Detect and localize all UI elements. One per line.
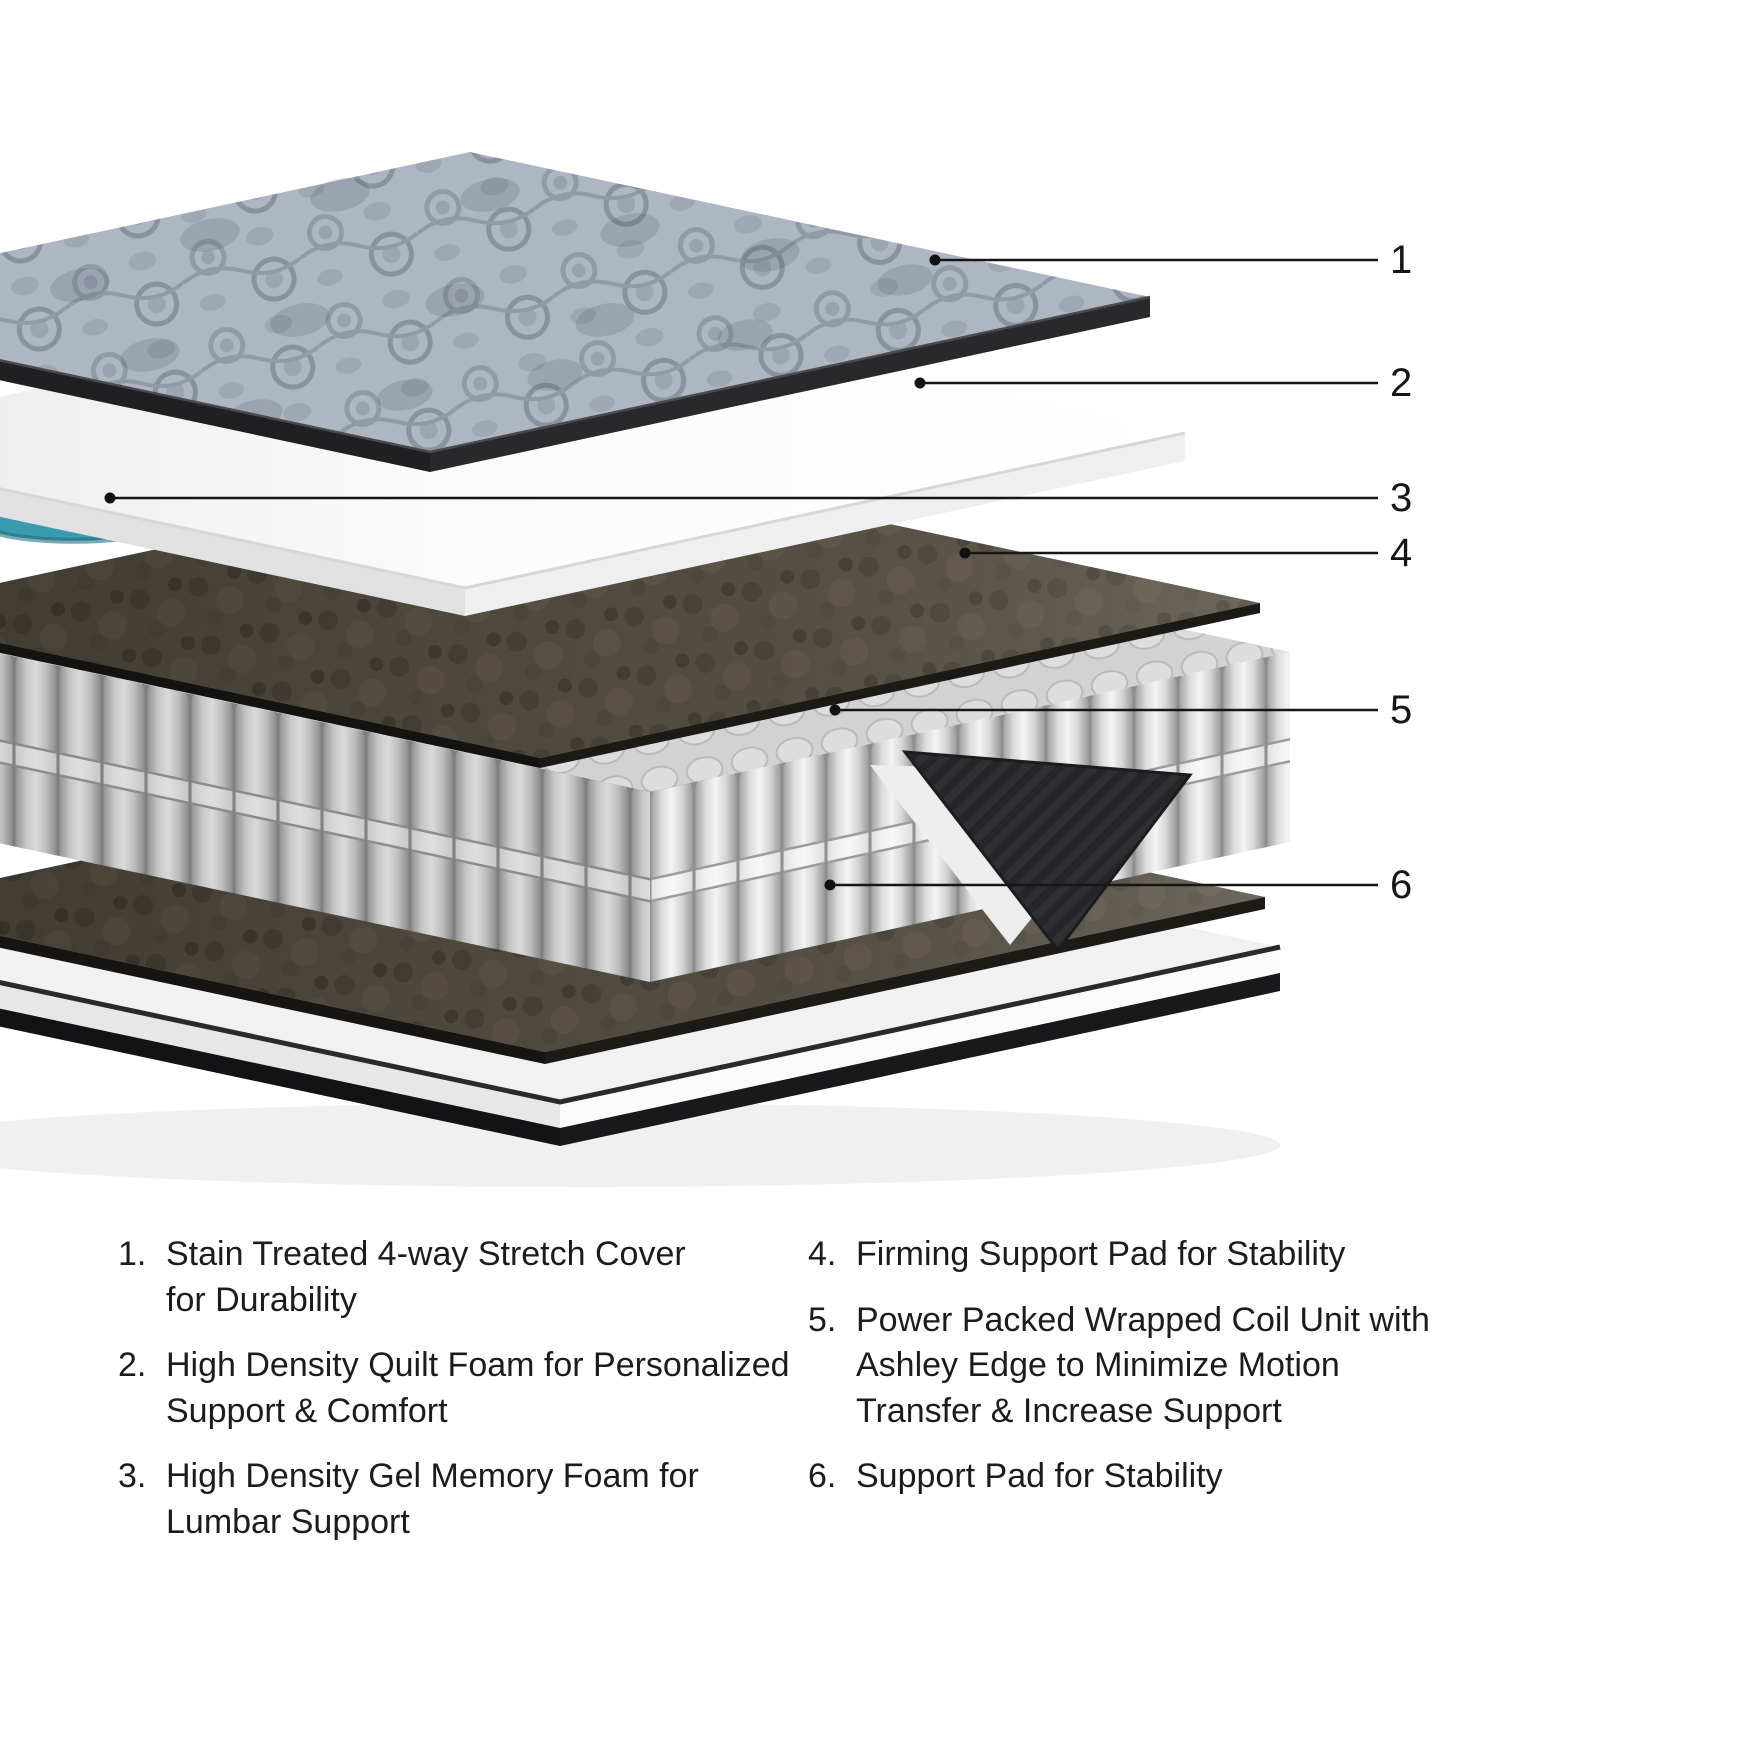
- callout-dot-2: [914, 377, 926, 389]
- callout-number-5: 5: [1390, 688, 1413, 732]
- callout-dot-6: [824, 879, 836, 891]
- legend-item-2: 2. High Density Quilt Foam for Personali…: [118, 1343, 808, 1434]
- legend-column-right: 4. Firming Support Pad for Stability 5. …: [808, 1232, 1638, 1545]
- legend-item-3: 3. High Density Gel Memory Foam for Lumb…: [118, 1454, 808, 1545]
- callout-lines: [110, 258, 1378, 887]
- legend-item-4: 4. Firming Support Pad for Stability: [808, 1232, 1638, 1278]
- legend-item-2-number: 2.: [118, 1346, 147, 1385]
- legend-column-left: 1. Stain Treated 4-way Stretch Cover for…: [118, 1232, 808, 1545]
- callout-dot-3: [104, 492, 116, 504]
- legend-item-3-text: High Density Gel Memory Foam for Lumbar …: [166, 1457, 699, 1541]
- legend: 1. Stain Treated 4-way Stretch Cover for…: [118, 1232, 1638, 1545]
- legend-item-6: 6. Support Pad for Stability: [808, 1454, 1638, 1500]
- mattress-exploded-diagram: [0, 152, 1378, 1187]
- legend-item-4-text: Firming Support Pad for Stability: [856, 1235, 1346, 1273]
- callout-number-1: 1: [1390, 238, 1413, 282]
- callout-number-3: 3: [1390, 476, 1413, 520]
- callout-dot-4: [959, 547, 971, 559]
- legend-item-1-text: Stain Treated 4-way Stretch Cover for Du…: [166, 1235, 686, 1319]
- legend-item-4-number: 4.: [808, 1235, 837, 1273]
- legend-item-3-number: 3.: [118, 1457, 147, 1496]
- layer-stretch-cover: [0, 152, 1151, 472]
- legend-item-1: 1. Stain Treated 4-way Stretch Cover for…: [118, 1232, 808, 1323]
- legend-item-5-number: 5.: [808, 1300, 837, 1339]
- callout-dots: [104, 254, 971, 891]
- callout-dot-1: [929, 254, 941, 266]
- legend-item-1-number: 1.: [118, 1235, 147, 1273]
- callout-number-4: 4: [1390, 531, 1413, 575]
- cover-quilting-dimples: [50, 178, 933, 431]
- callout-number-6: 6: [1390, 863, 1413, 907]
- callout-dot-5: [829, 704, 841, 716]
- edge-support-wedge: [901, 750, 1193, 953]
- legend-item-5-text: Power Packed Wrapped Coil Unit with Ashl…: [856, 1300, 1430, 1430]
- ground-shadow: [0, 1103, 1280, 1187]
- legend-item-6-number: 6.: [808, 1457, 837, 1496]
- legend-item-5: 5. Power Packed Wrapped Coil Unit with A…: [808, 1298, 1638, 1435]
- legend-item-2-text: High Density Quilt Foam for Personalized…: [166, 1346, 790, 1430]
- callout-number-2: 2: [1390, 361, 1413, 405]
- legend-item-6-text: Support Pad for Stability: [856, 1457, 1223, 1496]
